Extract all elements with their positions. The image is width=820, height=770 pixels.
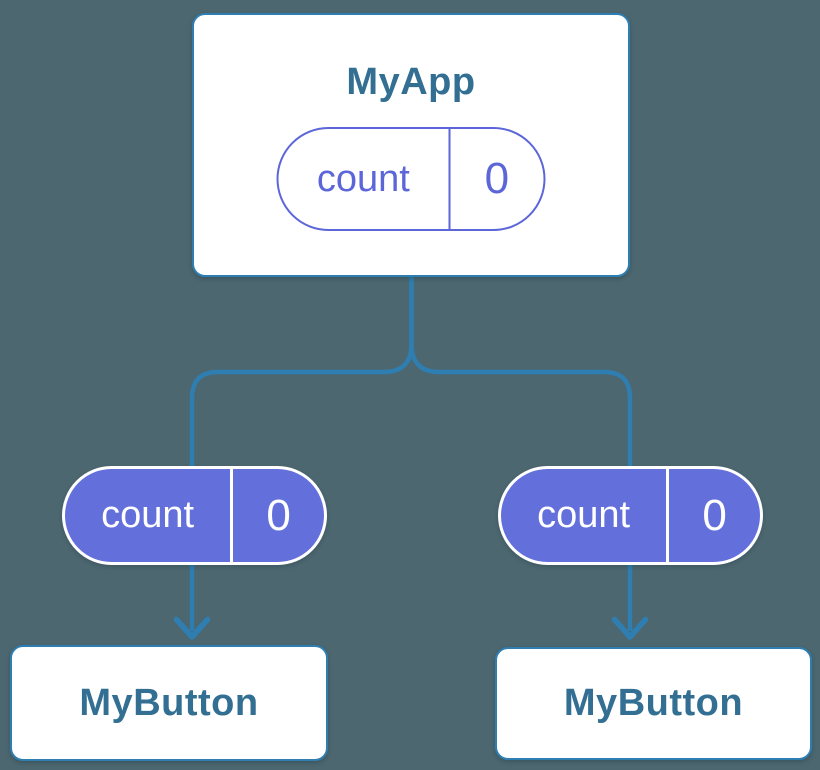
prop-pill-right-label: count <box>537 494 631 536</box>
arrowhead-right-icon <box>611 616 649 640</box>
mybutton-title-right: MyButton <box>563 682 744 724</box>
prop-pill-left: count 0 <box>62 466 327 565</box>
prop-pill-right: count 0 <box>498 466 763 565</box>
prop-pill-right-value: 0 <box>666 469 760 562</box>
mybutton-node-left: MyButton <box>10 645 328 761</box>
myapp-title: MyApp <box>346 61 476 103</box>
state-pill-value: 0 <box>448 129 543 229</box>
mybutton-node-right: MyButton <box>495 647 812 760</box>
mybutton-title-left: MyButton <box>79 681 259 724</box>
connector-left-branch <box>189 277 414 631</box>
state-pill-label: count <box>316 157 410 200</box>
prop-pill-left-value: 0 <box>230 469 324 562</box>
arrowhead-left-icon <box>173 616 211 640</box>
connector-right-branch <box>409 277 633 631</box>
state-pill: count 0 <box>276 127 546 231</box>
myapp-node: MyApp count 0 <box>192 13 630 277</box>
prop-pill-left-label: count <box>101 494 195 536</box>
